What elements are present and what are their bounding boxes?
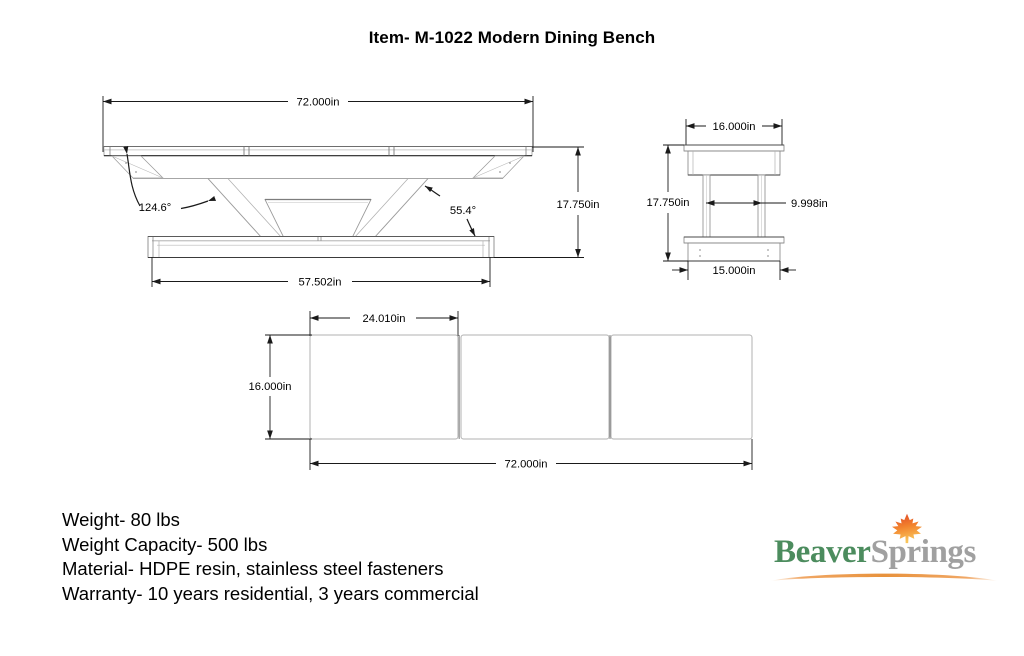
logo-primary-text: Beaver bbox=[774, 534, 871, 570]
dim-label-top-slat-width: 24.010in bbox=[363, 313, 406, 325]
base-foot-rail bbox=[147, 235, 495, 258]
spec-capacity: Weight Capacity- 500 lbs bbox=[62, 533, 268, 555]
top-slat-2 bbox=[460, 334, 610, 440]
dim-label-side-height: 17.750in bbox=[647, 197, 690, 209]
dimension-front-overall-width: 72.000in bbox=[102, 96, 534, 152]
top-slat-1 bbox=[309, 334, 459, 440]
bench-seat-top bbox=[103, 146, 533, 157]
side-legs bbox=[702, 174, 766, 239]
top-slat-3 bbox=[610, 334, 753, 440]
side-elevation-view: 16.000in bbox=[647, 119, 828, 280]
left-splayed-leg bbox=[207, 178, 283, 239]
front-elevation-view: 72.000in bbox=[102, 96, 600, 289]
dimension-top-length: 72.000in bbox=[309, 439, 753, 471]
dimension-front-base-width: 57.502in bbox=[151, 257, 491, 289]
side-base-plinth bbox=[683, 236, 785, 262]
dim-label-front-base-width: 57.502in bbox=[299, 277, 342, 289]
specifications-block: Weight- 80 lbs Weight Capacity- 500 lbs … bbox=[62, 508, 479, 606]
side-seat-cap bbox=[683, 144, 785, 176]
dim-label-side-leg-span: 9.998in bbox=[791, 198, 828, 210]
logo-swoosh bbox=[770, 573, 998, 581]
dim-label-top-depth: 16.000in bbox=[249, 381, 292, 393]
dim-label-side-seat-depth: 16.000in bbox=[713, 121, 756, 133]
dimension-side-height: 17.750in bbox=[647, 144, 690, 262]
dim-label-front-width: 72.000in bbox=[297, 97, 340, 109]
top-plan-view: 24.010in 16.000in 72.000in bbox=[249, 311, 753, 471]
annotation-angle-right: 55.4° bbox=[424, 185, 476, 237]
dim-label-top-length: 72.000in bbox=[505, 459, 548, 471]
center-pedestal bbox=[264, 198, 372, 239]
right-mounting-bracket bbox=[472, 155, 525, 179]
dimension-top-depth: 16.000in bbox=[249, 334, 312, 440]
dimension-top-slat-width: 24.010in bbox=[309, 311, 459, 336]
dim-label-angle-left: 124.6° bbox=[139, 202, 171, 214]
dimension-front-height: 17.750in bbox=[494, 146, 600, 258]
spec-weight: Weight- 80 lbs bbox=[62, 509, 180, 530]
dim-label-angle-right: 55.4° bbox=[450, 205, 476, 217]
dim-label-side-base-depth: 15.000in bbox=[713, 265, 756, 277]
annotation-angle-left: 124.6° bbox=[123, 146, 217, 214]
spec-warranty: Warranty- 10 years residential, 3 years … bbox=[62, 582, 479, 604]
dimension-side-seat-depth: 16.000in bbox=[685, 119, 783, 146]
dimension-side-base-depth: 15.000in bbox=[672, 261, 796, 280]
maple-leaf-icon bbox=[892, 513, 922, 544]
left-mounting-bracket bbox=[111, 155, 164, 179]
dimension-side-leg-span: 9.998in bbox=[705, 198, 828, 210]
top-slats bbox=[309, 334, 753, 440]
dim-label-front-height: 17.750in bbox=[557, 199, 600, 211]
page-title: Item- M-1022 Modern Dining Bench bbox=[368, 28, 656, 47]
right-splayed-leg bbox=[353, 178, 429, 239]
logo-secondary-text: Springs bbox=[870, 534, 977, 570]
logo-wordmark: BeaverSprings bbox=[774, 534, 976, 571]
brand-logo: BeaverSprings bbox=[768, 512, 1000, 590]
spec-material: Material- HDPE resin, stainless steel fa… bbox=[62, 558, 444, 579]
